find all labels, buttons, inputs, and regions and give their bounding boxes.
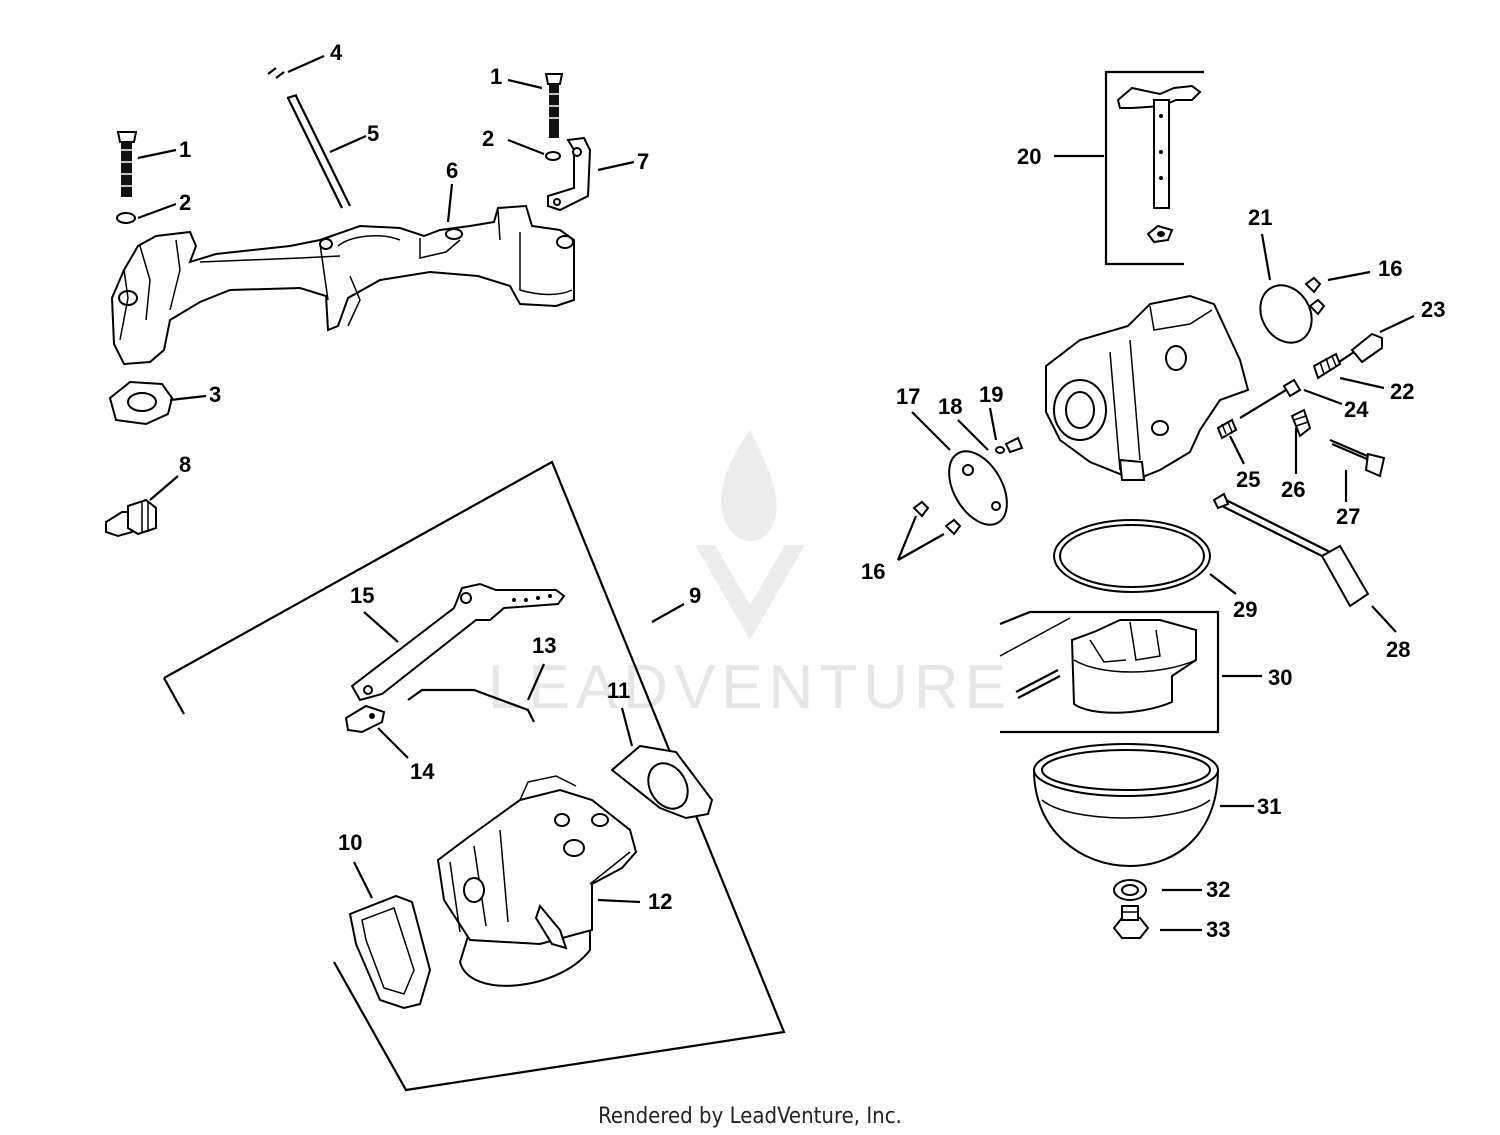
spring-22: [1312, 352, 1342, 380]
bolt-1-left: [116, 131, 138, 197]
callout-12: 12: [648, 889, 672, 914]
spring-19: [1004, 436, 1024, 454]
callout-18: 18: [938, 394, 962, 419]
callout-23: 23: [1421, 297, 1445, 322]
callout-25: 25: [1236, 467, 1260, 492]
callout-1-right: 1: [490, 64, 502, 89]
idle-screw-23: [1335, 332, 1383, 365]
callout-27: 27: [1336, 504, 1360, 529]
gasket-11: [610, 744, 714, 820]
callout-1-left: 1: [179, 137, 191, 162]
callout-2-left: 2: [179, 190, 191, 215]
callout-26: 26: [1281, 477, 1305, 502]
throttle-shaft-20: [1116, 84, 1202, 244]
gasket-3: [108, 380, 174, 426]
shaft-28: [1212, 492, 1370, 608]
watermark: LEADVENTURE: [488, 430, 1012, 722]
callout-5: 5: [367, 121, 379, 146]
callout-2-right: 2: [482, 126, 494, 151]
washer-18: [995, 446, 1005, 454]
link-rod-13: [407, 688, 535, 723]
float-30: [1015, 619, 1197, 714]
leaders-right: [896, 233, 1415, 932]
carburetor-12: [436, 775, 638, 987]
screw-16-bottom-b: [944, 518, 962, 536]
spring-25: [1216, 418, 1238, 440]
watermark-text: LEADVENTURE: [488, 653, 1012, 722]
float-bowl-31: [1032, 743, 1220, 868]
rod-5: [286, 93, 351, 209]
callout-28: 28: [1386, 637, 1410, 662]
carburetor-kit-9: [163, 460, 786, 1092]
screw-16-bottom-a: [912, 500, 930, 518]
drain-bolt-33: [1112, 905, 1150, 939]
callout-labels: 1 2 4 5 1 2 7 6 3 8 9 15 13 11 14 10 12 …: [179, 40, 1445, 942]
callout-29: 29: [1233, 597, 1257, 622]
callout-16-top: 16: [1378, 256, 1402, 281]
callout-4: 4: [330, 40, 343, 65]
throttle-lever-15: [350, 582, 566, 702]
callout-19: 19: [979, 382, 1003, 407]
callout-22: 22: [1390, 379, 1414, 404]
pin-4: [267, 67, 285, 79]
screw-27: [1329, 438, 1386, 478]
carburetor-body: [1045, 294, 1250, 481]
callout-3: 3: [209, 382, 221, 407]
bolt-1-right: [544, 73, 564, 138]
callout-6: 6: [446, 158, 458, 183]
callout-14: 14: [410, 759, 435, 784]
needle-24: [1239, 378, 1302, 419]
spring-26: [1290, 408, 1312, 438]
callout-21: 21: [1248, 205, 1272, 230]
clip-14: [344, 704, 386, 734]
screw-16-top-b: [1308, 298, 1326, 316]
choke-plate-17: [948, 450, 1008, 526]
washer-32: [1113, 879, 1147, 901]
callout-15: 15: [350, 583, 374, 608]
callout-7: 7: [637, 149, 649, 174]
callout-17: 17: [896, 384, 920, 409]
throttle-plate-21: [1259, 284, 1313, 344]
callout-13: 13: [532, 633, 556, 658]
gasket-10: [348, 894, 432, 1010]
carburetor-exploded-group: [912, 70, 1386, 939]
screw-16-top-a: [1304, 276, 1322, 294]
footer-credit: Rendered by LeadVenture, Inc.: [598, 1104, 902, 1129]
leaders-left-lower: [353, 603, 685, 904]
callout-30: 30: [1268, 665, 1292, 690]
callout-10: 10: [338, 830, 362, 855]
callout-31: 31: [1257, 794, 1281, 819]
leaders-left-upper: [137, 54, 635, 501]
o-ring-29: [1053, 519, 1211, 593]
washer-2-left: [116, 212, 136, 224]
callout-24: 24: [1344, 397, 1369, 422]
callout-11: 11: [607, 678, 630, 703]
elbow-fitting-8: [105, 498, 157, 538]
callout-32: 32: [1206, 877, 1230, 902]
callout-9: 9: [689, 583, 701, 608]
intake-manifold-group: [105, 67, 592, 538]
callout-16-bottom: 16: [861, 559, 885, 584]
callout-8: 8: [179, 452, 191, 477]
intake-manifold-6: [110, 204, 575, 366]
callout-33: 33: [1206, 917, 1230, 942]
washer-2-right: [545, 151, 561, 161]
callout-20: 20: [1017, 144, 1041, 169]
